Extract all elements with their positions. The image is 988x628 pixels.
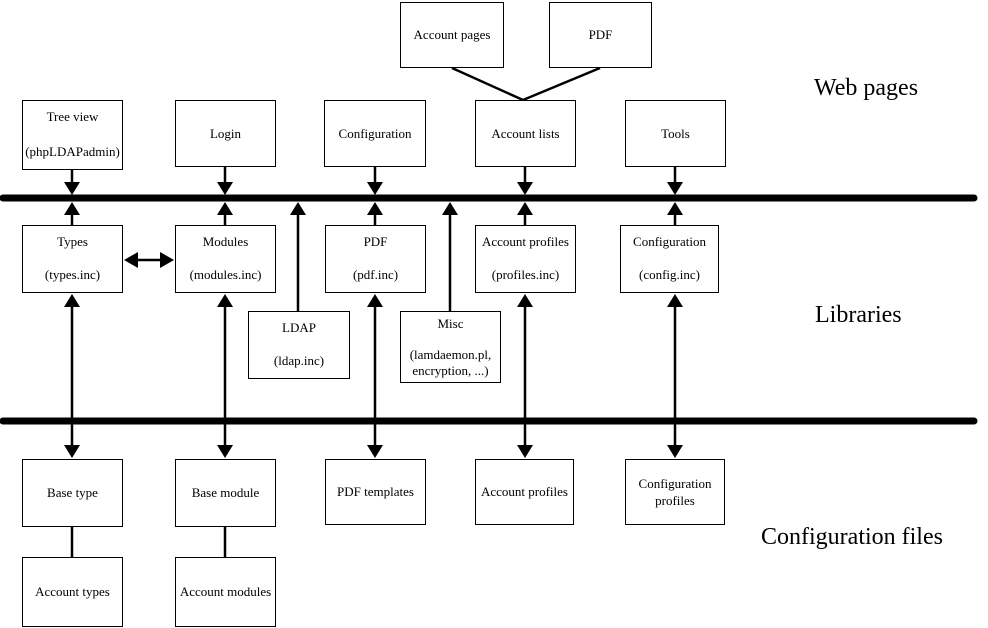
box-account-types: Account types bbox=[22, 557, 123, 627]
arrows-libraries-to-configfiles bbox=[64, 294, 683, 458]
box-account-modules: Account modules bbox=[175, 557, 276, 627]
box-tree-view-subtitle: (phpLDAPadmin) bbox=[25, 144, 120, 159]
arrows-webpages-to-bus bbox=[64, 167, 683, 195]
box-login: Login bbox=[175, 100, 276, 167]
box-configuration-lib: Configuration (config.inc) bbox=[620, 225, 719, 293]
box-ldap: LDAP (ldap.inc) bbox=[248, 311, 350, 379]
box-tools: Tools bbox=[625, 100, 726, 167]
box-account-profiles-cfg-label: Account profiles bbox=[480, 484, 568, 499]
box-configuration-profiles-line2: profiles bbox=[655, 493, 695, 508]
box-configuration-profiles: Configuration profiles bbox=[625, 459, 725, 525]
box-pdf-templates-label: PDF templates bbox=[337, 484, 414, 499]
section-label-configuration-files: Configuration files bbox=[761, 524, 943, 550]
box-base-module-label: Base module bbox=[191, 485, 260, 500]
box-pdf-lib-title: PDF bbox=[363, 234, 388, 249]
box-types: Types (types.inc) bbox=[22, 225, 123, 293]
box-pdf-lib-subtitle: (pdf.inc) bbox=[352, 267, 399, 282]
box-modules-title: Modules bbox=[202, 234, 249, 249]
box-tools-label: Tools bbox=[661, 125, 690, 141]
arrows-libraries-to-bus bbox=[64, 202, 683, 312]
box-account-profiles-lib-title: Account profiles bbox=[481, 234, 569, 249]
box-account-profiles-cfg: Account profiles bbox=[475, 459, 574, 525]
box-account-modules-label: Account modules bbox=[179, 584, 272, 599]
box-ldap-subtitle: (ldap.inc) bbox=[273, 353, 325, 368]
section-label-libraries: Libraries bbox=[815, 302, 902, 328]
box-tree-view: Tree view (phpLDAPadmin) bbox=[22, 100, 123, 170]
connector-account-pages-to-account-lists bbox=[451, 66, 524, 102]
box-configuration-lib-title: Configuration bbox=[633, 234, 706, 249]
box-pdf-top-label: PDF bbox=[588, 27, 613, 42]
box-configuration-web-label: Configuration bbox=[338, 125, 412, 141]
box-account-profiles-lib: Account profiles (profiles.inc) bbox=[475, 225, 576, 293]
arrow-types-modules bbox=[124, 252, 174, 268]
section-label-web-pages: Web pages bbox=[814, 75, 919, 101]
box-configuration-web: Configuration bbox=[324, 100, 426, 167]
box-configuration-lib-subtitle: (config.inc) bbox=[638, 267, 700, 282]
box-misc-detail-2: encryption, ...) bbox=[412, 363, 489, 378]
box-account-lists: Account lists bbox=[475, 100, 576, 167]
box-tree-view-title: Tree view bbox=[46, 109, 99, 124]
box-modules: Modules (modules.inc) bbox=[175, 225, 276, 293]
box-modules-subtitle: (modules.inc) bbox=[189, 267, 262, 282]
box-misc: Misc (lamdaemon.pl, encryption, ...) bbox=[400, 311, 501, 383]
box-types-title: Types bbox=[57, 234, 88, 249]
box-types-subtitle: (types.inc) bbox=[44, 267, 101, 282]
box-ldap-title: LDAP bbox=[282, 320, 316, 335]
box-pdf-top: PDF bbox=[549, 2, 652, 68]
box-account-pages: Account pages bbox=[400, 2, 504, 68]
box-pdf-lib: PDF (pdf.inc) bbox=[325, 225, 426, 293]
box-login-label: Login bbox=[209, 125, 242, 141]
box-account-pages-label: Account pages bbox=[413, 27, 491, 42]
box-base-module: Base module bbox=[175, 459, 276, 527]
box-account-types-label: Account types bbox=[35, 584, 110, 599]
connector-pdf-to-account-lists bbox=[522, 66, 601, 102]
box-misc-title: Misc bbox=[437, 316, 464, 331]
box-account-lists-label: Account lists bbox=[491, 125, 560, 141]
box-configuration-profiles-line1: Configuration bbox=[638, 476, 712, 491]
box-account-profiles-lib-subtitle: (profiles.inc) bbox=[491, 267, 560, 282]
box-base-type: Base type bbox=[22, 459, 123, 527]
box-pdf-templates: PDF templates bbox=[325, 459, 426, 525]
box-base-type-label: Base type bbox=[47, 485, 98, 500]
box-misc-detail-1: (lamdaemon.pl, bbox=[409, 347, 492, 362]
